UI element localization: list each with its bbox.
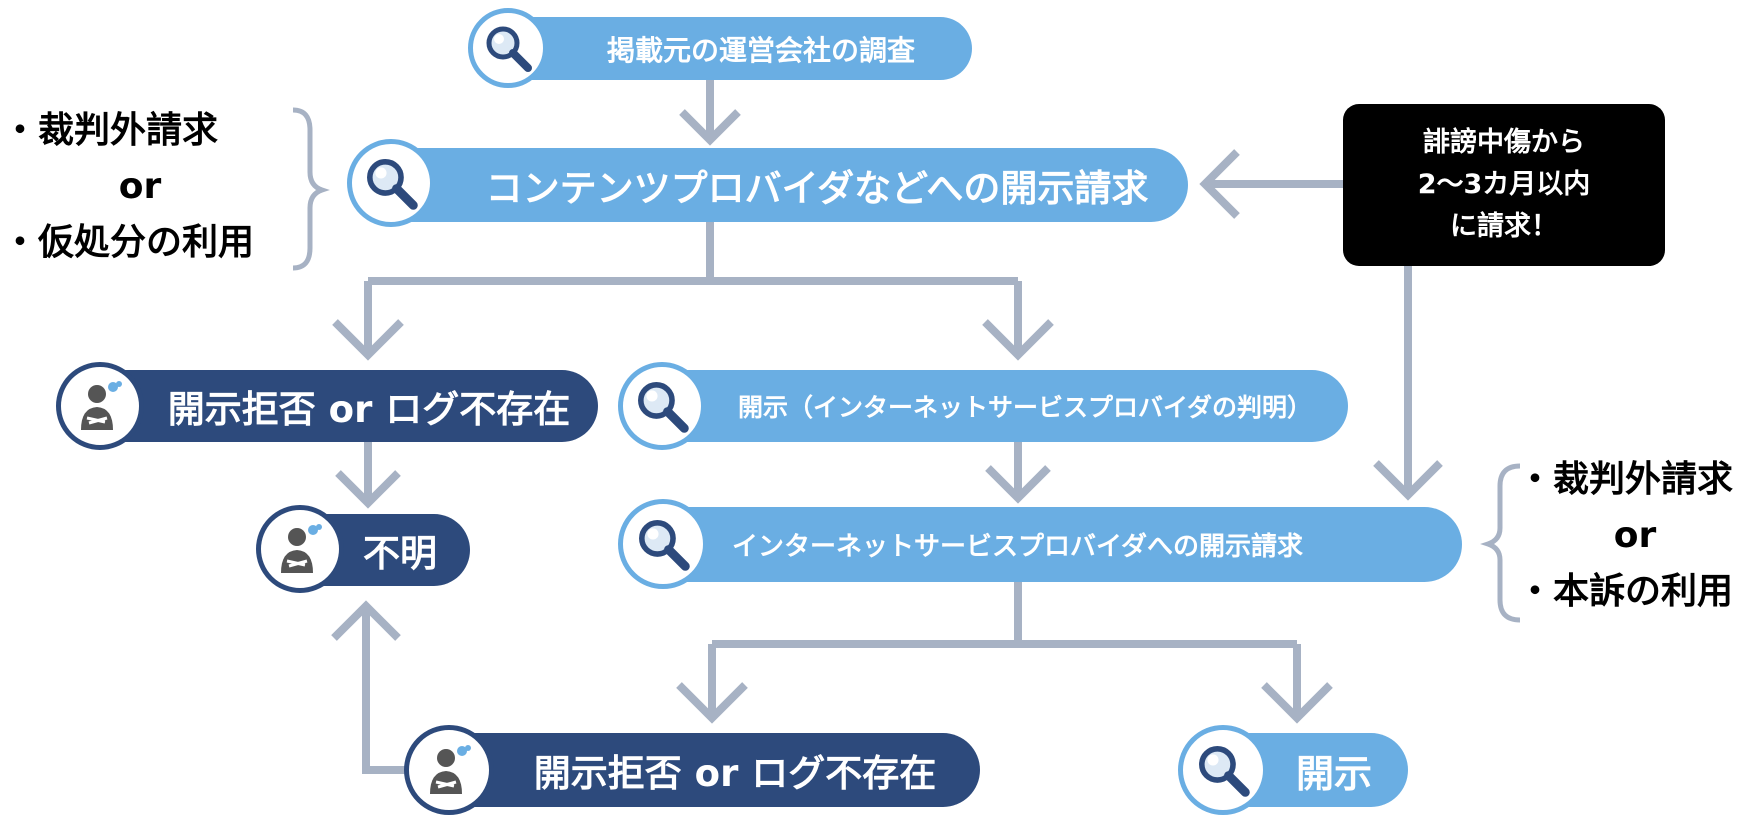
arrowhead (332, 319, 404, 361)
side-item: ・裁判外請求 (2, 110, 219, 151)
side-note-right: ・裁判外請求 or ・本訴の利用 (1517, 452, 1733, 620)
arrowhead (1373, 460, 1443, 501)
node-label: 不明 (363, 532, 437, 575)
magnifier-icon (618, 362, 706, 450)
node-label: 開示拒否 or ログ不存在 (533, 752, 937, 795)
side-item: ・裁判外請求 (1517, 459, 1734, 500)
arrowhead (985, 465, 1051, 504)
arrowhead (982, 319, 1054, 361)
arrowhead (1199, 149, 1240, 219)
note-line: 2〜3カ月以内 (1417, 169, 1591, 200)
left-brace (292, 107, 330, 271)
magnifier-icon (347, 139, 435, 227)
arrowhead (335, 470, 401, 509)
node-label: インターネットサービスプロバイダへの開示請求 (732, 532, 1303, 562)
arrowhead (679, 109, 741, 146)
node-refusal-or-no-log-2: 開示拒否 or ログ不存在 (428, 733, 980, 807)
node-label: 開示 (1295, 751, 1372, 796)
connector-cp-split (364, 222, 1022, 355)
side-note-left: ・裁判外請求 or ・仮処分の利用 (2, 103, 254, 271)
magnifier-icon (468, 8, 548, 88)
node-cp-disclosure-request: コンテンツプロバイダなどへの開示請求 (370, 148, 1188, 222)
node-label: コンテンツプロバイダなどへの開示請求 (485, 167, 1149, 210)
side-or: or (1613, 515, 1657, 556)
thinking-person-icon (256, 505, 344, 593)
right-brace (1480, 463, 1521, 623)
side-item: ・本訴の利用 (1517, 571, 1734, 612)
connector-refusal2-to-unknown (362, 606, 408, 774)
magnifier-icon (618, 499, 708, 589)
node-label: 掲載元の運営会社の調査 (606, 33, 915, 67)
side-item: ・仮処分の利用 (2, 222, 255, 263)
magnifier-icon (1178, 725, 1268, 815)
deadline-note: 誹謗中傷から 2〜3カ月以内 に請求！ (1343, 104, 1665, 266)
arrowhead (676, 682, 748, 724)
arrowhead (1261, 682, 1333, 724)
node-investigate-operator: 掲載元の運営会社の調査 (490, 17, 972, 80)
node-label: 開示（インターネットサービスプロバイダの判明） (737, 393, 1312, 422)
node-isp-disclosure-request: インターネットサービスプロバイダへの開示請求 (642, 507, 1462, 582)
node-disclosure-isp-identified: 開示（インターネットサービスプロバイダの判明） (640, 370, 1348, 442)
side-or: or (118, 166, 162, 207)
note-line: に請求！ (1450, 211, 1558, 242)
connector-isp-split (708, 582, 1301, 718)
thinking-person-icon (56, 362, 144, 450)
node-label: 開示拒否 or ログ不存在 (167, 388, 571, 431)
thinking-person-icon (404, 725, 494, 815)
arrowhead (331, 600, 401, 641)
node-refusal-or-no-log-1: 開示拒否 or ログ不存在 (78, 370, 598, 442)
note-line: 誹謗中傷から (1423, 127, 1585, 158)
